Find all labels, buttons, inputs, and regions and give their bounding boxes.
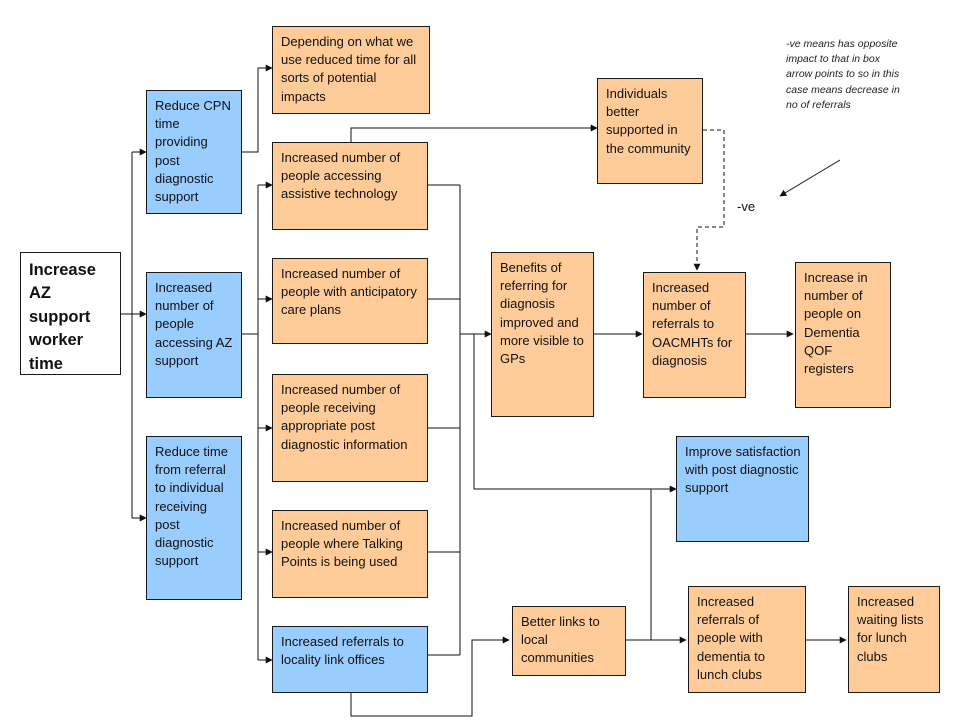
reduce-referral-time-label: Reduce time from referral to individual … xyxy=(155,444,228,569)
waiting-lists-box: Increased waiting lists for lunch clubs xyxy=(848,586,940,693)
increase-accessing-az-box: Increased number of people accessing AZ … xyxy=(146,272,242,398)
waiting-lists-label: Increased waiting lists for lunch clubs xyxy=(857,594,924,664)
talking-points-box: Increased number of people where Talking… xyxy=(272,510,428,598)
negative-label-text: -ve xyxy=(737,199,756,214)
negative-label: -ve xyxy=(737,199,755,214)
lunch-club-referrals-label: Increased referrals of people with demen… xyxy=(697,594,765,682)
root-label: Increase AZ support worker time xyxy=(29,261,96,373)
qof-registers-label: Increase in number of people on Dementia… xyxy=(804,270,868,376)
negative-impact-note-text: -ve means has opposite impact to that in… xyxy=(786,38,900,111)
anticipatory-care-box: Increased number of people with anticipa… xyxy=(272,258,428,344)
post-diagnostic-info-label: Increased number of people receiving app… xyxy=(281,382,408,452)
negative-impact-note: -ve means has opposite impact to that in… xyxy=(786,37,904,113)
reduce-cpn-label: Reduce CPN time providing post diagnosti… xyxy=(155,98,231,204)
talking-points-label: Increased number of people where Talking… xyxy=(281,518,403,570)
locality-link-box: Increased referrals to locality link off… xyxy=(272,626,428,693)
assistive-tech-box: Increased number of people accessing ass… xyxy=(272,142,428,230)
assistive-tech-label: Increased number of people accessing ass… xyxy=(281,150,401,202)
anticipatory-care-label: Increased number of people with anticipa… xyxy=(281,266,417,318)
locality-link-label: Increased referrals to locality link off… xyxy=(281,634,404,668)
post-diagnostic-info-box: Increased number of people receiving app… xyxy=(272,374,428,482)
reduce-cpn-box: Reduce CPN time providing post diagnosti… xyxy=(146,90,242,214)
individuals-supported-box: Individuals better supported in the comm… xyxy=(597,78,703,184)
benefits-referring-label: Benefits of referring for diagnosis impr… xyxy=(500,260,584,366)
referrals-oacmhts-box: Increased number of referrals to OACMHTs… xyxy=(643,272,746,398)
better-links-box: Better links to local communities xyxy=(512,606,626,676)
root-box: Increase AZ support worker time xyxy=(20,252,121,375)
better-links-label: Better links to local communities xyxy=(521,614,600,666)
qof-registers-box: Increase in number of people on Dementia… xyxy=(795,262,891,408)
increase-accessing-az-label: Increased number of people accessing AZ … xyxy=(155,280,233,368)
depending-box: Depending on what we use reduced time fo… xyxy=(272,26,430,114)
benefits-referring-box: Benefits of referring for diagnosis impr… xyxy=(491,252,594,417)
depending-label: Depending on what we use reduced time fo… xyxy=(281,34,417,104)
lunch-club-referrals-box: Increased referrals of people with demen… xyxy=(688,586,806,693)
individuals-supported-label: Individuals better supported in the comm… xyxy=(606,86,691,156)
referrals-oacmhts-label: Increased number of referrals to OACMHTs… xyxy=(652,280,733,368)
reduce-referral-time-box: Reduce time from referral to individual … xyxy=(146,436,242,600)
improve-satisfaction-box: Improve satisfaction with post diagnosti… xyxy=(676,436,809,542)
improve-satisfaction-label: Improve satisfaction with post diagnosti… xyxy=(685,444,801,496)
